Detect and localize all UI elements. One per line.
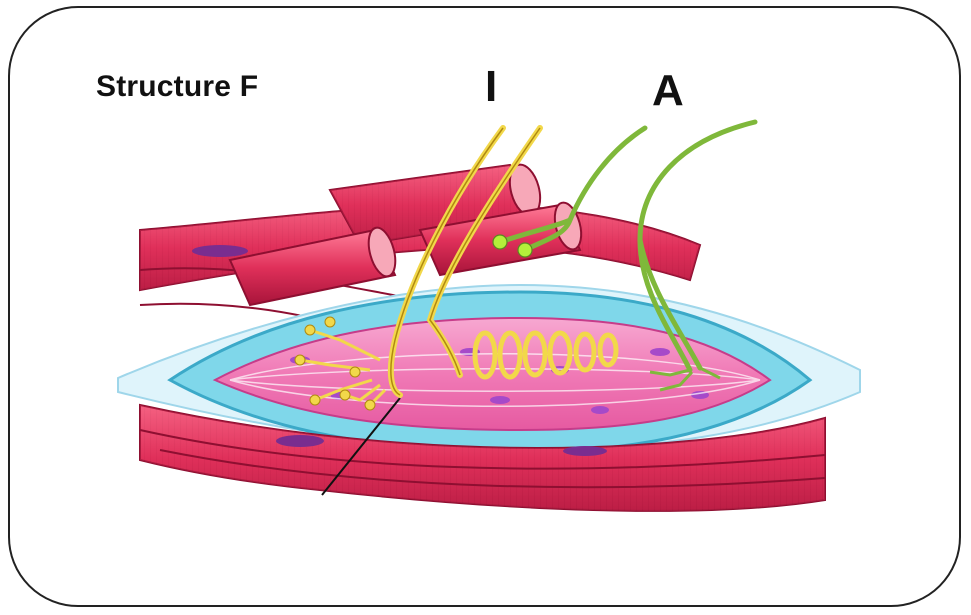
muscle-spindle-illustration	[0, 0, 971, 615]
